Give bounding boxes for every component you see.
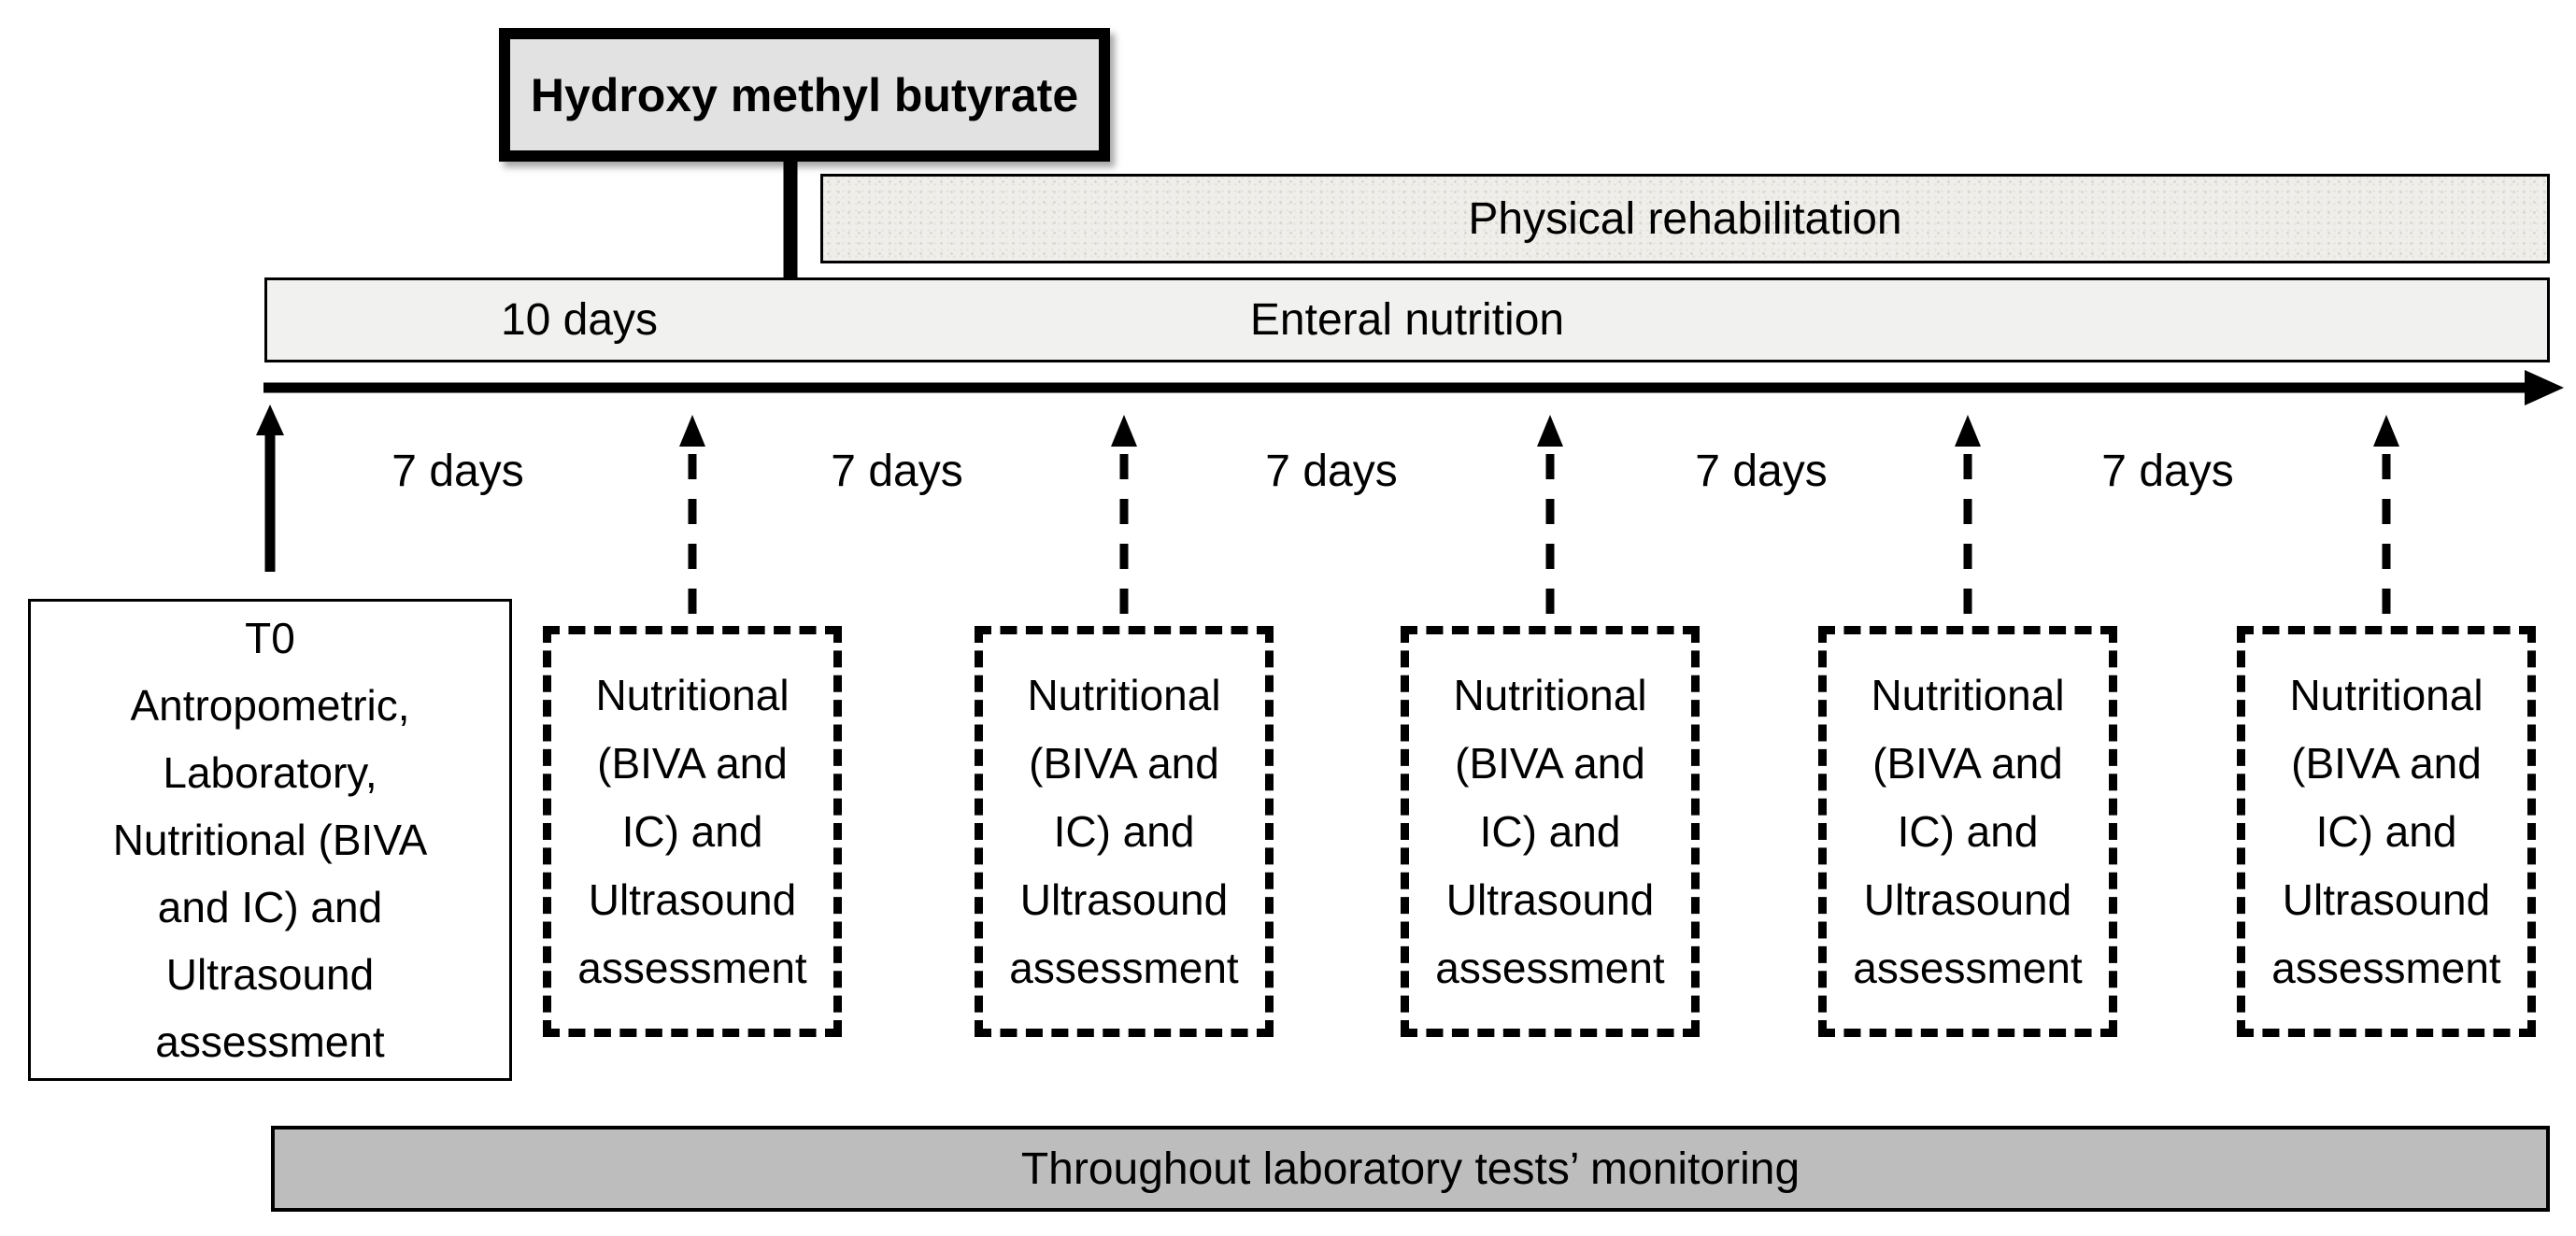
baseline-arrow bbox=[256, 405, 284, 572]
followup-arrow-4 bbox=[1955, 415, 1981, 614]
monitoring-bar: Throughout laboratory tests’ monitoring bbox=[271, 1126, 2550, 1212]
followup-line: (BIVA and bbox=[1872, 738, 2063, 788]
followup-line: (BIVA and bbox=[1029, 738, 1219, 788]
followup-arrow-5 bbox=[2373, 415, 2399, 614]
interval-label-1: 7 days bbox=[391, 446, 524, 496]
baseline-line: Nutritional (BIVA bbox=[112, 816, 428, 864]
followup-assessment-box-1: Nutritional (BIVA and IC) and Ultrasound… bbox=[543, 626, 842, 1037]
baseline-line: Ultrasound bbox=[165, 950, 375, 999]
followup-assessment-box-5: Nutritional (BIVA and IC) and Ultrasound… bbox=[2237, 626, 2536, 1037]
timeline-arrow bbox=[263, 370, 2564, 405]
enteral-nutrition-bar: 10 days Enteral nutrition bbox=[264, 277, 2550, 362]
intervention-box: Hydroxy methyl butyrate bbox=[499, 28, 1110, 162]
baseline-assessment-box: T0 Antropometric, Laboratory, Nutritiona… bbox=[28, 599, 512, 1081]
baseline-line: T0 bbox=[245, 614, 295, 662]
interval-label-3: 7 days bbox=[1265, 446, 1398, 496]
followup-line: Nutritional bbox=[1027, 670, 1221, 719]
baseline-line: Antropometric, bbox=[130, 681, 410, 730]
interval-label-5: 7 days bbox=[2101, 446, 2234, 496]
followup-line: IC) and bbox=[1897, 806, 2039, 856]
baseline-line: assessment bbox=[155, 1017, 385, 1066]
followup-line: (BIVA and bbox=[2291, 738, 2482, 788]
followup-line: Ultrasound bbox=[1445, 874, 1655, 924]
followup-line: (BIVA and bbox=[597, 738, 788, 788]
baseline-line: Laboratory, bbox=[163, 748, 377, 797]
followup-line: assessment bbox=[577, 943, 807, 992]
followup-arrow-3 bbox=[1537, 415, 1563, 614]
followup-arrow-2 bbox=[1111, 415, 1137, 614]
followup-line: Nutritional bbox=[1871, 670, 2065, 719]
followup-line: Nutritional bbox=[1453, 670, 1647, 719]
followup-line: assessment bbox=[1853, 943, 2083, 992]
followup-line: IC) and bbox=[1479, 806, 1621, 856]
followup-line: IC) and bbox=[621, 806, 763, 856]
followup-line: assessment bbox=[2271, 943, 2501, 992]
interval-label-4: 7 days bbox=[1695, 446, 1828, 496]
followup-assessment-box-3: Nutritional (BIVA and IC) and Ultrasound… bbox=[1401, 626, 1700, 1037]
monitoring-bar-label: Throughout laboratory tests’ monitoring bbox=[1020, 1144, 1800, 1194]
followup-line: Ultrasound bbox=[2282, 874, 2491, 924]
followup-assessment-box-2: Nutritional (BIVA and IC) and Ultrasound… bbox=[975, 626, 1274, 1037]
followup-line: IC) and bbox=[2315, 806, 2457, 856]
followup-line: Ultrasound bbox=[1019, 874, 1229, 924]
baseline-line: and IC) and bbox=[157, 883, 383, 931]
followup-line: Nutritional bbox=[2289, 670, 2483, 719]
followup-line: IC) and bbox=[1053, 806, 1195, 856]
physical-rehabilitation-label: Physical rehabilitation bbox=[1468, 193, 1902, 244]
interval-label-2: 7 days bbox=[831, 446, 963, 496]
followup-line: Ultrasound bbox=[1863, 874, 2072, 924]
enteral-duration-label: 10 days bbox=[500, 295, 659, 345]
followup-line: Nutritional bbox=[595, 670, 790, 719]
physical-rehabilitation-bar: Physical rehabilitation bbox=[820, 174, 2550, 263]
followup-line: (BIVA and bbox=[1455, 738, 1645, 788]
enteral-nutrition-label: Enteral nutrition bbox=[1249, 295, 1565, 345]
followup-line: Ultrasound bbox=[588, 874, 797, 924]
followup-line: assessment bbox=[1435, 943, 1665, 992]
followup-assessment-box-4: Nutritional (BIVA and IC) and Ultrasound… bbox=[1818, 626, 2117, 1037]
followup-line: assessment bbox=[1009, 943, 1239, 992]
intervention-box-label: Hydroxy methyl butyrate bbox=[530, 68, 1079, 121]
followup-arrow-1 bbox=[679, 415, 705, 614]
